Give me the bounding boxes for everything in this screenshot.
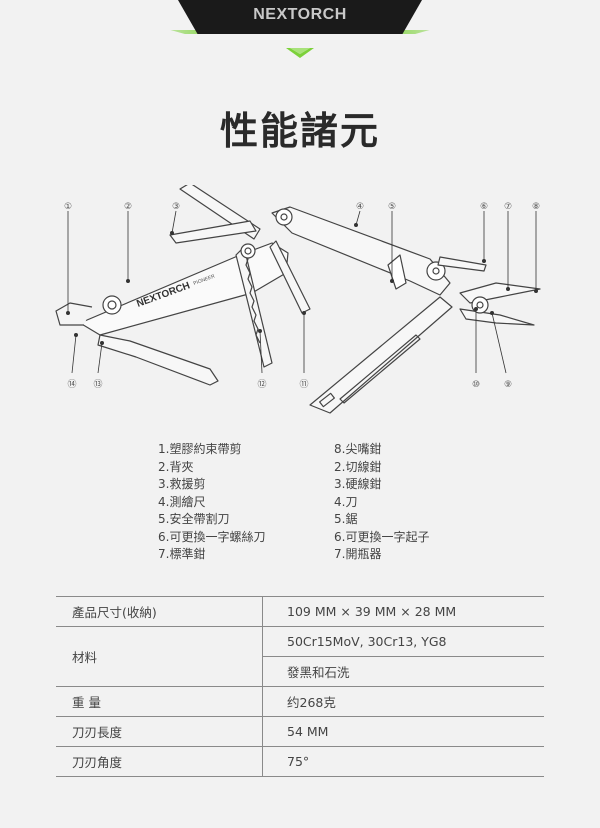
- banner-tab: [178, 0, 422, 34]
- plier-jaw-upper: [459, 282, 541, 304]
- table-row: 刀刃長度 54 MM: [56, 716, 544, 747]
- chevron-down-icon: [286, 48, 314, 58]
- table-row: 刀刃角度 75°: [56, 746, 544, 777]
- spec-value: 50Cr15MoV, 30Cr13, YG8: [262, 626, 544, 657]
- feature-item: 3.救援剪: [158, 477, 206, 491]
- callout-2: ②: [124, 202, 132, 212]
- spec-value: 109 MM × 39 MM × 28 MM: [262, 596, 544, 627]
- callout-8: ⑧: [532, 202, 540, 212]
- feature-item: 3.硬線鉗: [334, 477, 382, 491]
- callout-5: ⑤: [388, 202, 396, 212]
- feature-item: 6.可更換一字起子: [334, 529, 430, 544]
- callout-13: ⑬: [93, 379, 102, 390]
- feature-item: 7.標準鉗: [158, 547, 206, 561]
- feature-item: 8.尖嘴鉗: [334, 442, 382, 456]
- callout-1: ①: [64, 202, 72, 212]
- screwdriver-bit: [437, 256, 487, 272]
- table-row: 產品尺寸(收納) 109 MM × 39 MM × 28 MM: [56, 596, 544, 627]
- callout-9: ⑨: [504, 380, 512, 390]
- table-row: 發黑和石洗: [56, 656, 544, 687]
- header-banner: NEXTORCH: [0, 0, 600, 38]
- table-row: 材料 50Cr15MoV, 30Cr13, YG8: [56, 626, 544, 687]
- spec-value: 54 MM: [262, 716, 544, 747]
- feature-item: 2.背夾: [158, 459, 194, 474]
- feature-item: 6.可更換一字螺絲刀: [158, 529, 266, 544]
- plier-jaw-lower: [459, 308, 535, 326]
- feature-item: 2.切線鉗: [334, 459, 382, 474]
- feature-item: 4.測繪尺: [158, 494, 206, 509]
- callout-3: ③: [172, 202, 180, 212]
- spec-label: 重 量: [56, 686, 263, 717]
- spec-label: 產品尺寸(收納): [56, 596, 263, 627]
- callout-4: ④: [356, 202, 364, 212]
- callout-11: ⑪: [299, 379, 308, 390]
- feature-item: 5.鋸: [334, 512, 358, 526]
- spec-value: 约268克: [262, 686, 544, 717]
- lower-handle: [309, 296, 453, 414]
- callout-6: ⑥: [480, 202, 488, 212]
- spec-label: 刀刃長度: [56, 716, 263, 747]
- page-title: 性能諸元: [219, 109, 380, 153]
- callout-12: ⑫: [257, 379, 266, 390]
- lower-lever: [97, 334, 219, 386]
- spec-value: 75°: [262, 746, 544, 777]
- feature-list-left: 1.塑膠約束帶剪 2.背夾 3.救援剪 4.測繪尺 5.安全帶割刀 6.可更換一…: [158, 441, 265, 564]
- spec-label: 材料: [56, 626, 263, 687]
- callout-10: ⑩: [472, 380, 480, 390]
- feature-item: 1.塑膠約束帶剪: [158, 442, 242, 456]
- upper-arm: [271, 206, 451, 296]
- saw-blade: [235, 246, 273, 368]
- multitool-diagram: NEXTORCH PIONEER ① ② ③ ④ ⑤ ⑥ ⑦ ⑧ ⑨ ⑩ ⑪ ⑫…: [55, 185, 541, 414]
- brand-logo: NEXTORCH: [253, 6, 347, 23]
- callout-14: ⑭: [67, 379, 76, 390]
- feature-item: 5.安全帶割刀: [158, 512, 230, 526]
- feature-item: 4.刀: [334, 494, 358, 509]
- table-row: 重 量 约268克: [56, 686, 544, 717]
- callout-7: ⑦: [504, 202, 512, 212]
- feature-item: 7.開瓶器: [334, 547, 382, 561]
- spec-label: 刀刃角度: [56, 746, 263, 777]
- spec-value: 發黑和石洗: [262, 656, 544, 687]
- feature-list-right: 8.尖嘴鉗 2.切線鉗 3.硬線鉗 4.刀 5.鋸 6.可更換一字起子 7.開瓶…: [334, 441, 429, 564]
- spec-table: 產品尺寸(收納) 109 MM × 39 MM × 28 MM 材料 50Cr1…: [56, 596, 544, 777]
